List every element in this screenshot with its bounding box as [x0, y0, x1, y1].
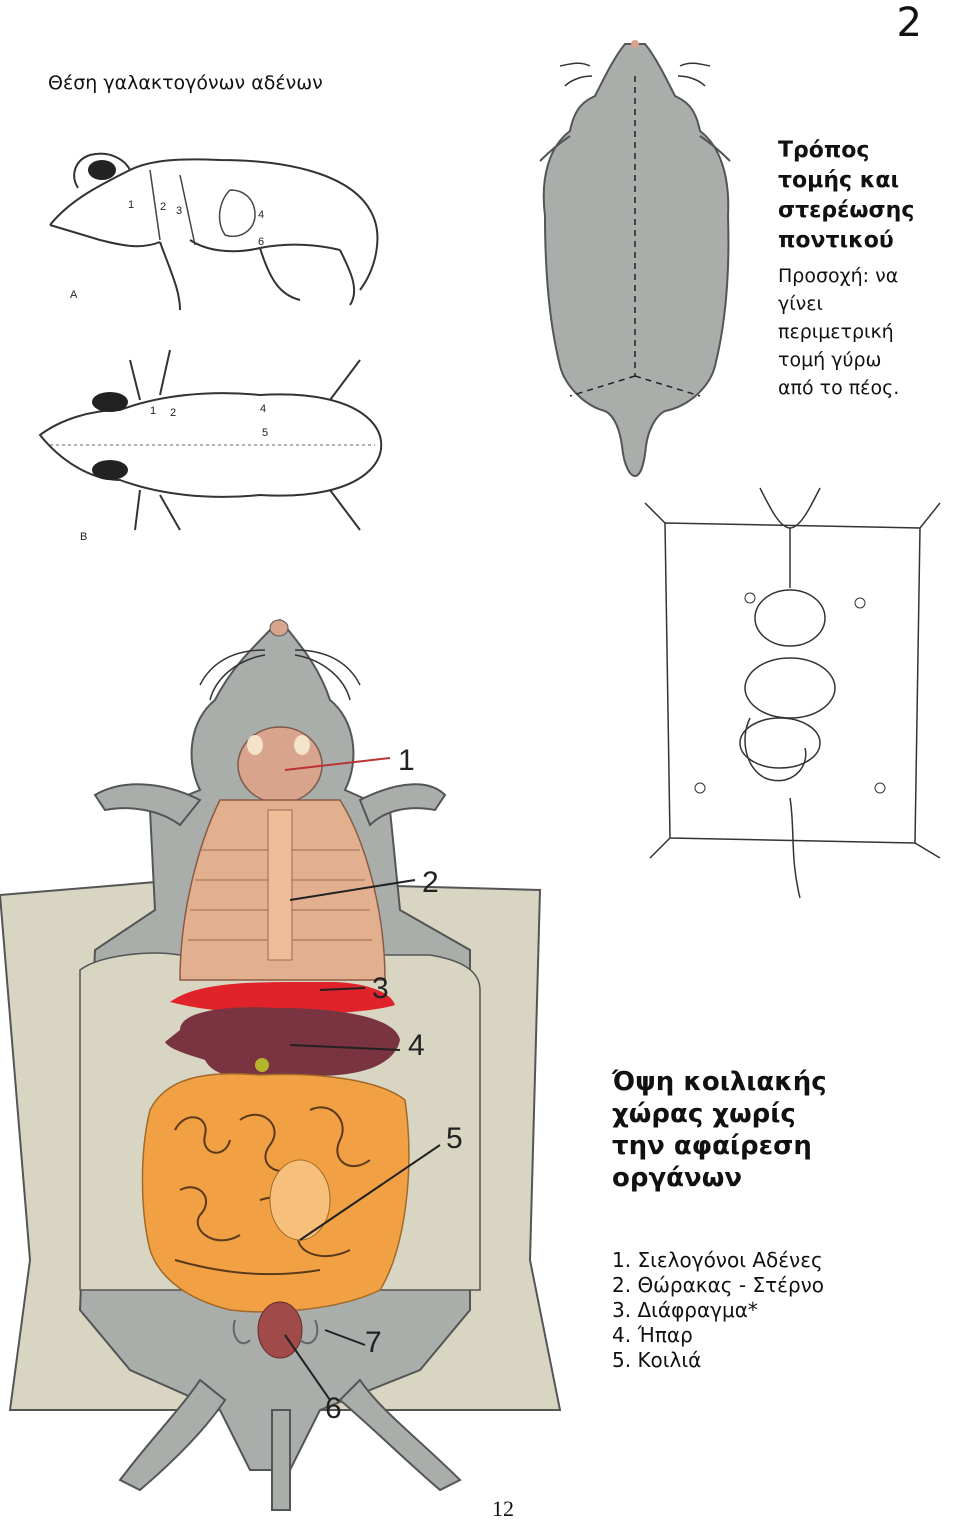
mouse-cut-lines-diagram	[539, 40, 731, 478]
svg-text:1: 1	[128, 199, 134, 211]
svg-text:2: 2	[170, 407, 176, 419]
svg-text:6: 6	[258, 236, 264, 248]
side-title-line: τομής και	[778, 168, 900, 193]
liver	[165, 1007, 400, 1078]
side-note-line: γίνει	[778, 293, 823, 315]
legend-item: 4. Ήπαρ	[612, 1323, 693, 1347]
ear-shape	[88, 160, 116, 180]
side-note-line: από το πέος.	[778, 377, 900, 399]
mouse-side-view-diagram: 1 2 3 4 6 A	[49, 152, 379, 311]
side-title-line: Τρόπος	[778, 138, 870, 163]
view-title-line: την αφαίρεση	[612, 1131, 812, 1161]
svg-text:2: 2	[160, 201, 166, 213]
side-note-line: τομή γύρω	[778, 349, 882, 371]
cutting-method-title: Τρόπος τομής και στερέωσης ποντικού	[778, 136, 914, 256]
anatomy-label-7: 7	[365, 1326, 382, 1359]
abdominal-view-title: Όψη κοιλιακής χώρας χωρίς την αφαίρεση ο…	[612, 1066, 827, 1194]
ventral-dissection-diagram: 1 2 3 4 5 6 7	[0, 618, 562, 1511]
svg-text:4: 4	[258, 209, 264, 221]
anatomy-label-6: 6	[325, 1392, 342, 1425]
anatomy-label-5: 5	[446, 1122, 463, 1155]
view-title-line: οργάνων	[612, 1163, 743, 1193]
pinned-dissection-line-drawing	[644, 487, 941, 899]
organ-legend: 1. Σιελογόνοι Αδένες 2. Θώρακας - Στέρνο…	[612, 1248, 824, 1373]
diagram-letter-a: A	[70, 289, 78, 301]
legend-item: 1. Σιελογόνοι Αδένες	[612, 1248, 823, 1272]
svg-text:5: 5	[262, 427, 268, 439]
mouse-ventral-view-diagram: 1 2 4 5 B	[38, 349, 383, 543]
svg-text:4: 4	[260, 403, 266, 415]
anatomy-label-4: 4	[408, 1029, 425, 1062]
view-title-line: Όψη κοιλιακής	[612, 1067, 827, 1097]
figure-caption-mammary: Θέση γαλακτογόνων αδένων	[48, 72, 323, 94]
side-title-line: ποντικού	[778, 228, 894, 253]
side-title-line: στερέωσης	[778, 198, 915, 223]
legend-item: 2. Θώρακας - Στέρνο	[612, 1273, 825, 1297]
legend-item: 3. Διάφραγμα*	[612, 1298, 758, 1322]
side-note-line: Προσοχή: να	[778, 265, 899, 287]
anatomy-label-1: 1	[398, 744, 415, 777]
attention-note: Προσοχή: να γίνει περιμετρική τομή γύρω …	[778, 262, 899, 402]
gallbladder	[255, 1058, 269, 1072]
anatomy-label-3: 3	[372, 972, 389, 1005]
anatomy-label-2: 2	[422, 866, 439, 899]
side-note-line: περιμετρική	[778, 321, 894, 343]
svg-text:3: 3	[176, 205, 182, 217]
page-number: 2	[896, 0, 922, 46]
view-title-line: χώρας χωρίς	[612, 1099, 796, 1129]
legend-item: 5. Κοιλιά	[612, 1348, 702, 1372]
diagram-letter-b: B	[80, 531, 87, 543]
svg-text:1: 1	[150, 405, 156, 417]
footer-page-number: 12	[492, 1496, 514, 1521]
